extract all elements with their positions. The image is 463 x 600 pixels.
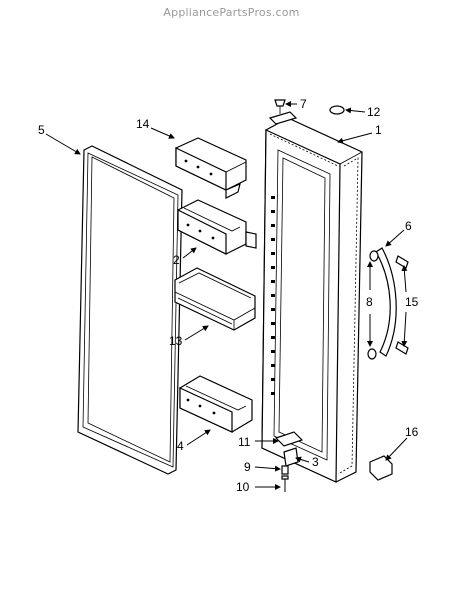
callout-6: 6 xyxy=(405,219,412,233)
door-bin-bottom xyxy=(179,375,253,433)
callout-16: 16 xyxy=(405,425,419,439)
hinge-bushing xyxy=(281,465,289,475)
callout-15: 15 xyxy=(405,295,419,309)
door-bin-top xyxy=(175,137,247,199)
door-bin-clear xyxy=(174,267,256,331)
door-handle xyxy=(367,247,397,360)
callout-13: 13 xyxy=(169,334,183,348)
callout-14: 14 xyxy=(136,117,150,131)
hinge-screw xyxy=(268,99,298,125)
hinge-pin-screw xyxy=(281,475,289,492)
door-gasket xyxy=(77,145,183,475)
bottom-hinge xyxy=(274,431,304,447)
watermark: AppliancePartsPros.com xyxy=(163,6,300,19)
callout-labels: 5 14 2 13 4 1 7 12 6 8 15 16 11 3 9 10 xyxy=(38,97,419,494)
hinge-cover xyxy=(369,455,393,481)
callout-9: 9 xyxy=(244,460,251,474)
grommet xyxy=(329,105,345,115)
callout-11: 11 xyxy=(238,435,251,449)
door-assembly xyxy=(261,117,363,483)
callout-12: 12 xyxy=(367,105,381,119)
callout-1: 1 xyxy=(375,123,382,137)
callout-10: 10 xyxy=(236,480,250,494)
callout-3: 3 xyxy=(312,455,319,469)
callout-4: 4 xyxy=(177,439,184,453)
door-shelf-supports xyxy=(271,196,275,395)
callout-8: 8 xyxy=(366,295,373,309)
hinge-bracket xyxy=(283,447,299,467)
leader-lines xyxy=(45,101,408,490)
callout-2: 2 xyxy=(173,253,180,267)
callout-7: 7 xyxy=(300,97,307,111)
callout-5: 5 xyxy=(38,123,45,137)
door-bin-2 xyxy=(177,199,257,255)
